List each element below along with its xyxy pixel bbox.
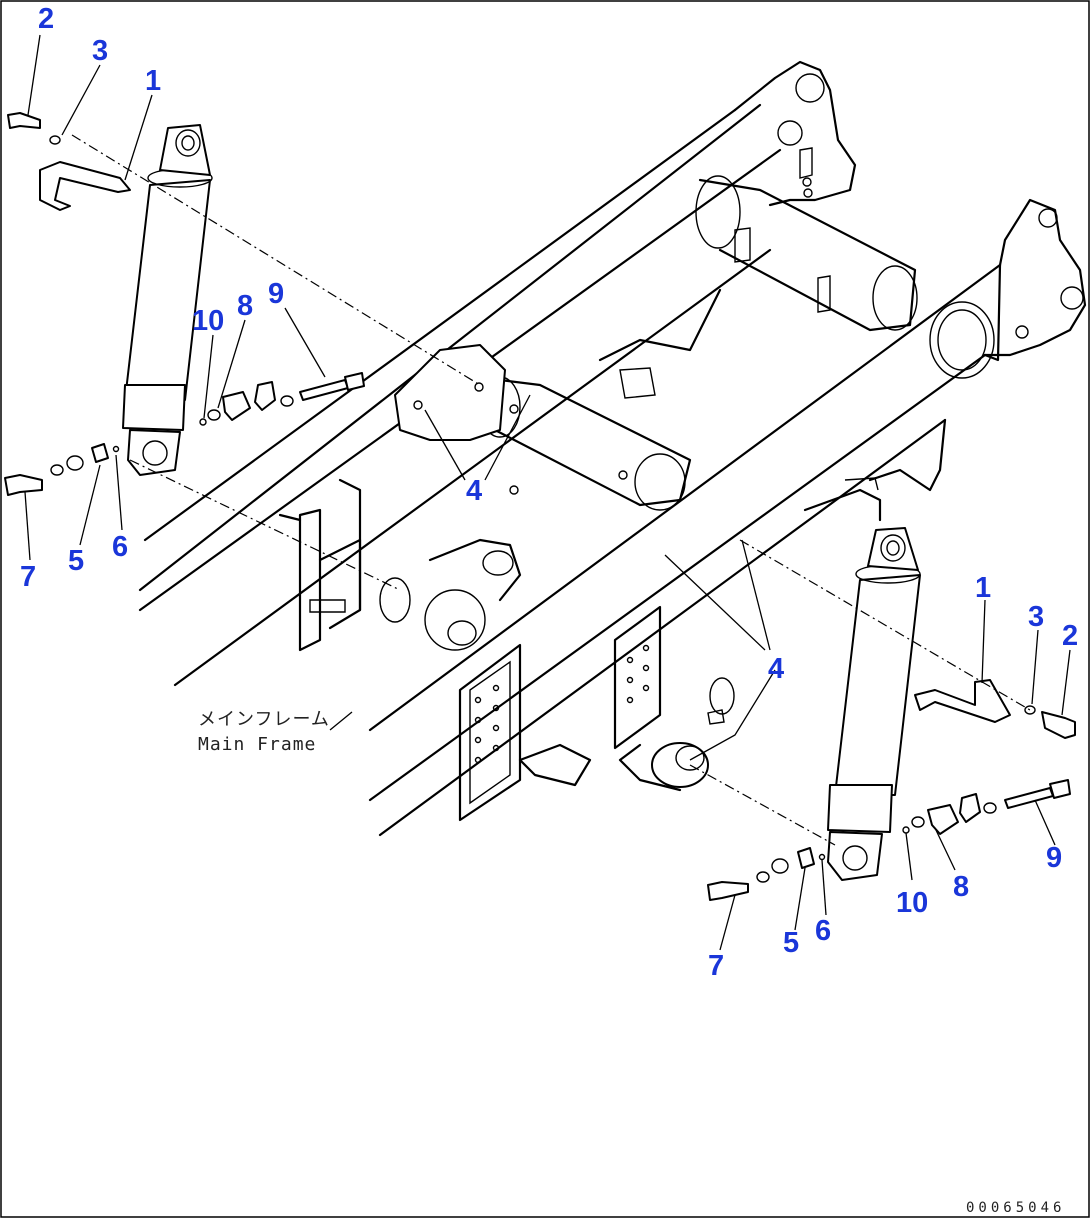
callout-6-left: 6 (112, 531, 128, 563)
leader-lines (24, 34, 1071, 951)
cylinder-assembly-left (4, 112, 365, 496)
callout-8-left: 8 (237, 290, 253, 322)
callout-8-right: 8 (953, 871, 969, 903)
callout-1-right: 1 (975, 572, 991, 604)
callout-5-left: 5 (68, 545, 84, 577)
callout-5-right: 5 (783, 927, 799, 959)
callout-4-left: 4 (466, 475, 482, 507)
callout-6-right: 6 (815, 915, 831, 947)
callout-10-right: 10 (896, 887, 928, 919)
callout-4-right: 4 (768, 653, 784, 685)
callout-2-right: 2 (1062, 620, 1078, 652)
callouts-right: 1 3 2 4 9 8 10 6 5 7 (708, 572, 1078, 982)
drawing-code: 00065046 (966, 1200, 1065, 1216)
main-frame-label: メインフレーム Main Frame (198, 709, 353, 755)
callout-3-left: 3 (92, 35, 108, 67)
main-frame-label-jp: メインフレーム (198, 709, 330, 730)
callout-10-left: 10 (192, 305, 224, 337)
callouts-left: 2 3 1 10 8 9 4 5 6 7 (20, 3, 482, 593)
callout-1-left: 1 (145, 65, 161, 97)
callout-9-left: 9 (268, 278, 284, 310)
callout-7-left: 7 (20, 561, 36, 593)
callout-3-right: 3 (1028, 601, 1044, 633)
callout-9-right: 9 (1046, 842, 1062, 874)
main-frame-label-en: Main Frame (198, 734, 316, 755)
callout-2-left: 2 (38, 3, 54, 35)
cylinder-assembly-right (707, 527, 1076, 901)
callout-7-right: 7 (708, 950, 724, 982)
main-frame (138, 60, 1087, 837)
